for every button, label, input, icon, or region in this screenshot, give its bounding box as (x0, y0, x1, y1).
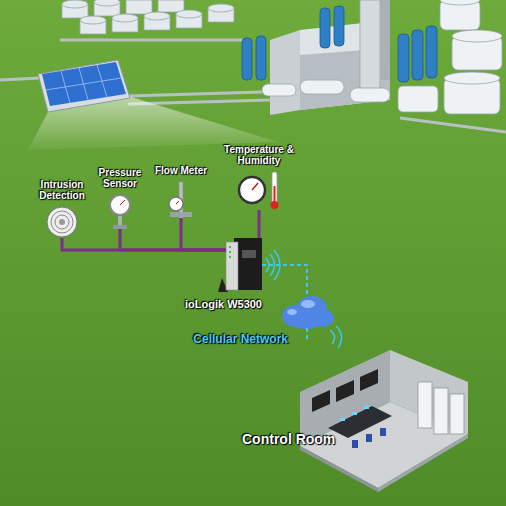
node-label: Temperature & Humidity (215, 144, 303, 166)
control-room: Control Room (298, 342, 470, 492)
node-label: Intrusion Detection (32, 179, 92, 201)
node-label: Control Room (242, 432, 335, 447)
sensor-node: Flow Meter (170, 180, 192, 218)
signal-wire (258, 210, 261, 238)
io-device: ioLogik W5300 (226, 238, 262, 292)
sensor-node: Intrusion Detection (46, 206, 78, 238)
network-cloud: Cellular Network (280, 296, 334, 328)
node-label: Flow Meter (155, 165, 207, 176)
sensor-node: Pressure Sensor (108, 193, 132, 229)
wireless-link (262, 265, 307, 296)
node-label: Pressure Sensor (93, 167, 147, 189)
node-label: ioLogik W5300 (185, 298, 262, 310)
signal-wire (120, 229, 226, 250)
node-label: Cellular Network (193, 333, 288, 346)
signal-wire (181, 218, 226, 250)
signal-wire (62, 238, 226, 250)
sensor-node: Temperature & Humidity (236, 170, 282, 210)
wireless-link (306, 328, 308, 342)
